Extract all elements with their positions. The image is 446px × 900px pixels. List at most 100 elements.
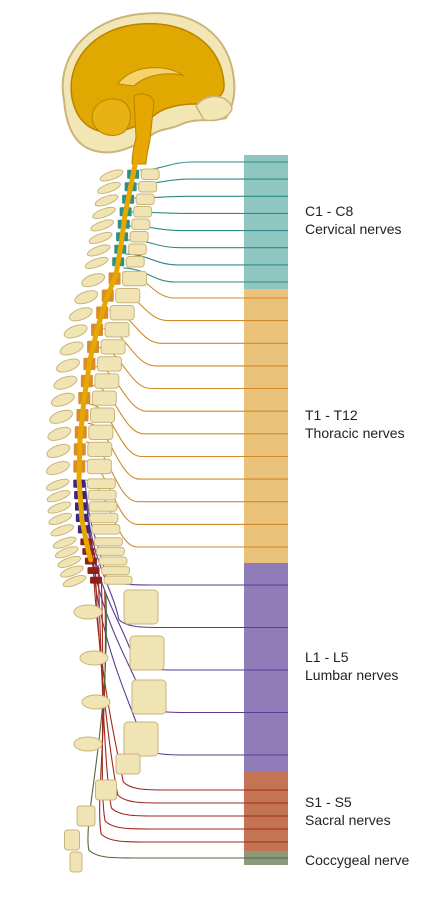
thoracic-vertebral-body <box>100 339 126 355</box>
cervical-spinous-process <box>86 244 111 257</box>
thoracic-spinous-process <box>74 290 99 305</box>
sacral-segment <box>87 567 100 575</box>
brainstem <box>131 93 155 165</box>
cerebellum <box>91 98 131 136</box>
lumbar-name: Lumbar nerves <box>305 667 399 683</box>
lumbar-label: L1 - L5 Lumbar nerves <box>305 648 398 684</box>
sacral-spinous-process <box>54 546 79 559</box>
thoracic-vertebral-body <box>115 287 141 304</box>
coccygeal-label: Coccygeal nerve <box>305 851 409 869</box>
lumbar-spinous-process <box>45 478 70 491</box>
lumbar-vertebral-body <box>86 478 116 489</box>
cervical-spinous-process <box>99 169 124 182</box>
sacral-band <box>244 771 288 851</box>
corpus-callosum <box>117 67 185 87</box>
cervical-label: C1 - C8 Cervical nerves <box>305 202 401 238</box>
sacral-spinous-process <box>59 565 84 578</box>
sacral-nerve <box>94 552 288 804</box>
sacral-vertebral-body <box>76 805 96 827</box>
thoracic-band <box>244 289 288 563</box>
cervical-spinous-process <box>97 181 121 194</box>
sacral-spinous-process <box>62 575 87 588</box>
thoracic-vertebral-body <box>89 407 115 423</box>
thoracic-spinous-process <box>46 443 71 459</box>
cervical-spinous-process <box>92 206 116 219</box>
sacral-vertebral-body <box>95 779 117 801</box>
sacral-vertebral-body <box>98 556 128 566</box>
region-bands <box>244 155 288 865</box>
sacral-vertebral-body <box>100 566 130 576</box>
cervical-range: C1 - C8 <box>305 203 354 219</box>
thoracic-vertebral-body <box>122 270 148 287</box>
cervical-vertebral-body <box>135 193 155 205</box>
cervical-vertebral-body <box>140 168 160 180</box>
thoracic-spinous-process <box>59 341 84 356</box>
lumbar-spinous-process <box>48 512 73 526</box>
thoracic-range: T1 - T12 <box>305 407 358 423</box>
spinal-cord <box>76 147 140 563</box>
sacral-spinous-process <box>52 536 77 549</box>
thoracic-vertebral-body <box>91 390 117 406</box>
cervical-vertebral-body <box>129 231 149 243</box>
sacral-segment <box>90 576 103 584</box>
vertebrae <box>45 168 167 873</box>
lumbar-spinous-process <box>46 490 71 503</box>
sacral-label: S1 - S5 Sacral nerves <box>305 793 391 829</box>
lumbar-vertebral-body <box>129 635 165 671</box>
sacral-vertebral-body <box>64 829 80 851</box>
cervical-name: Cervical nerves <box>305 221 402 237</box>
lumbar-spinous-process <box>50 524 75 537</box>
cervical-spinous-process <box>84 256 109 269</box>
thoracic-nerve <box>89 403 288 458</box>
skull-and-brain <box>61 12 236 165</box>
sacral-vertebral-body <box>103 575 133 585</box>
lumbar-spinous-process <box>73 604 103 620</box>
thoracic-spinous-process <box>53 375 78 390</box>
lumbar-spinous-process <box>73 736 103 752</box>
thoracic-vertebral-body <box>94 373 120 389</box>
cervical-vertebral-body <box>131 218 151 230</box>
lumbar-spinous-process <box>79 650 109 666</box>
spinal-cord-tube <box>76 147 140 563</box>
jaw-bone <box>195 95 233 122</box>
lumbar-vertebral-body <box>88 501 118 512</box>
lumbar-vertebral-body <box>123 721 159 757</box>
lumbar-vertebral-body <box>123 589 159 625</box>
thoracic-vertebral-body <box>96 356 122 372</box>
cervical-nerve <box>123 267 288 283</box>
sacral-vertebral-body <box>95 546 125 556</box>
thoracic-spinous-process <box>63 324 88 339</box>
thoracic-label: T1 - T12 Thoracic nerves <box>305 406 405 442</box>
lumbar-spinous-process <box>81 694 111 710</box>
lumbar-vertebral-body <box>91 524 121 535</box>
sacral-vertebral-body <box>115 753 141 775</box>
thoracic-spinous-process <box>50 392 75 407</box>
cervical-vertebral-body <box>138 181 158 193</box>
thoracic-spinous-process <box>56 358 80 373</box>
lumbar-vertebral-body <box>87 489 117 501</box>
thoracic-vertebral-body <box>104 322 130 338</box>
thoracic-spinous-process <box>47 426 72 441</box>
coccygeal-name: Coccygeal nerve <box>305 852 410 868</box>
thoracic-vertebral-body <box>88 424 114 440</box>
sacral-spinous-process <box>57 555 82 568</box>
thoracic-vertebral-body <box>109 305 135 321</box>
sacral-vertebral-body <box>93 537 123 547</box>
sacral-name: Sacral nerves <box>305 812 391 828</box>
thoracic-vertebral-body <box>87 441 113 458</box>
sacral-range: S1 - S5 <box>305 794 352 810</box>
cervical-spinous-process <box>90 219 115 232</box>
thoracic-spinous-process <box>49 409 73 424</box>
thoracic-spinous-process <box>81 273 106 288</box>
lumbar-spinous-process <box>47 501 72 514</box>
cervical-spinous-process <box>94 194 119 207</box>
thoracic-spinous-process <box>45 460 70 476</box>
lumbar-vertebral-body <box>89 512 119 524</box>
lumbar-nerve <box>85 493 288 629</box>
cervical-vertebral-body <box>125 256 145 268</box>
cervical-band <box>244 155 288 289</box>
cervical-spinous-process <box>88 231 113 244</box>
thoracic-vertebral-body <box>86 458 112 475</box>
lumbar-vertebral-body <box>131 679 167 715</box>
